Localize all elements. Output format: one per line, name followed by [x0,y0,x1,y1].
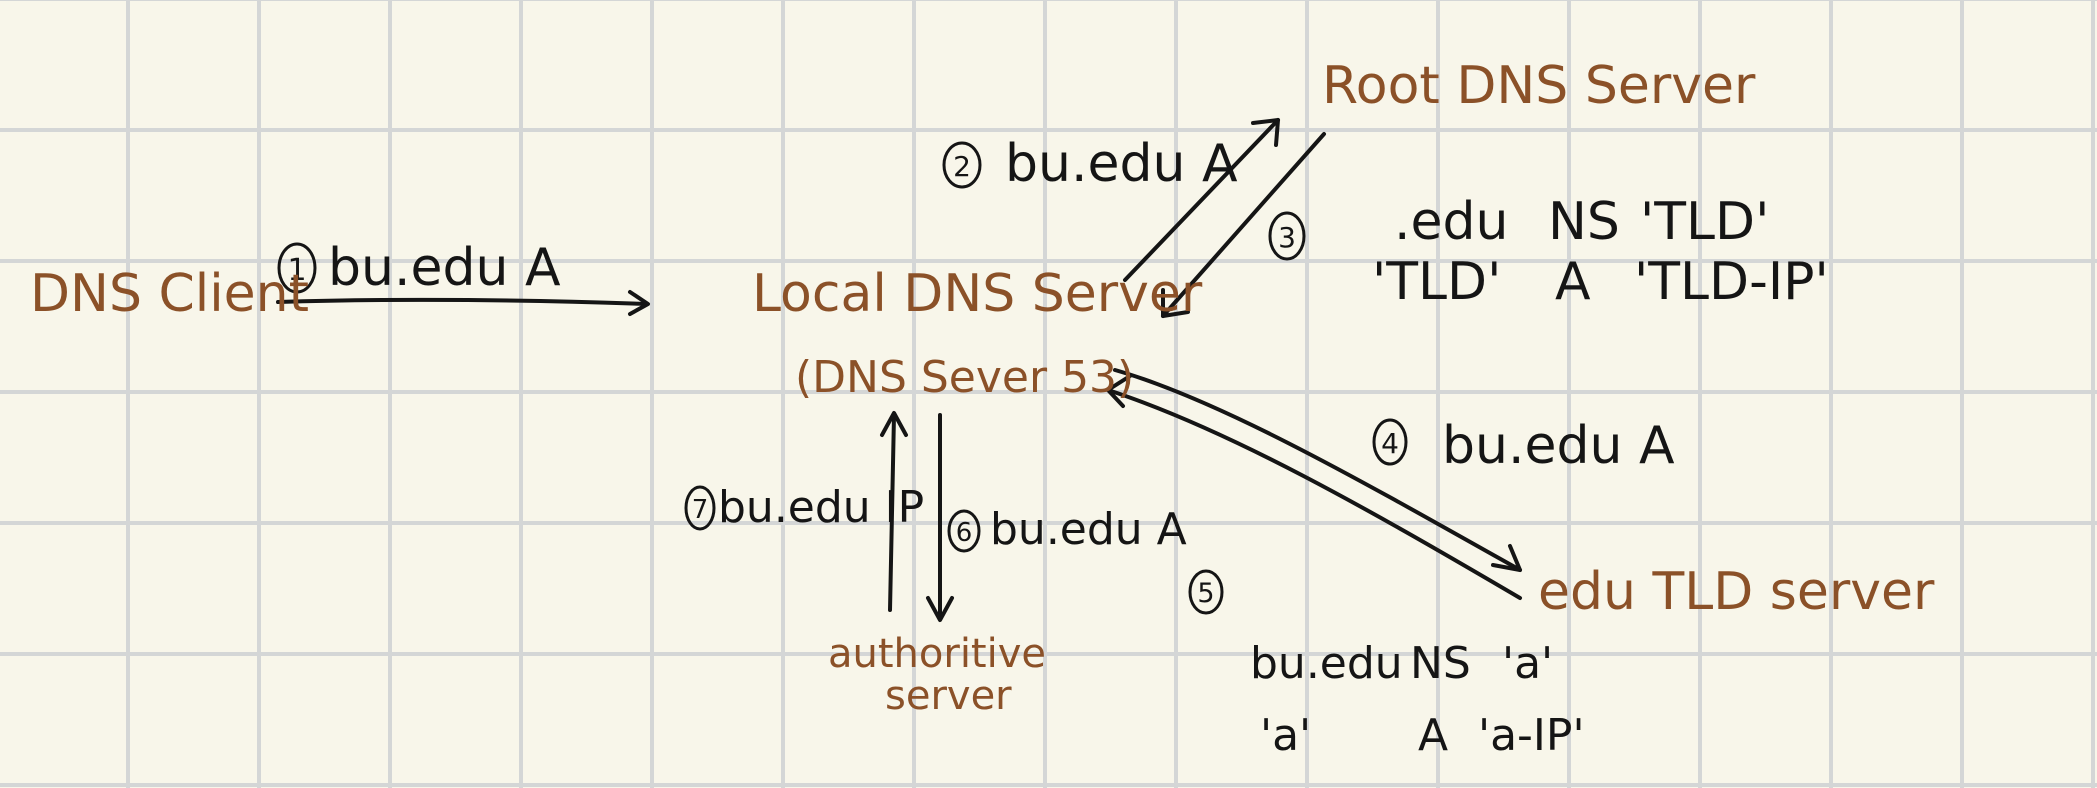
arrow-7 [888,413,896,612]
authoritive-server-label-line2: server [885,673,1012,719]
root-record-2-value: 'TLD-IP' [1634,252,1829,312]
step-marker-4: 4 [1372,418,1408,466]
step-marker-2: 2 [942,141,982,189]
tld-record-2-type: A [1418,710,1449,761]
root-record-2-name: 'TLD' [1372,252,1502,312]
root-record-1-value: 'TLD' [1640,192,1770,252]
tld-server-label: edu TLD server [1538,562,1935,622]
step-number-3: 3 [1278,221,1296,254]
step-marker-6: 6 [947,509,981,553]
step-circle-6 [947,509,981,553]
local-dns-sublabel: (DNS Sever 53) [795,352,1135,403]
arrowhead-5 [1106,374,1132,408]
step-number-5: 5 [1197,578,1214,609]
arrow-5 [1106,388,1522,600]
arrow-2 [1123,118,1280,282]
step-circle-7 [684,485,716,531]
tld-record-1-type: NS [1410,638,1471,689]
step-7-label: bu.edu IP [718,482,925,533]
tld-record-1-name: bu.edu [1250,638,1403,689]
step-circle-1 [277,242,317,294]
step-2-label: bu.edu A [1005,134,1238,194]
arrow-3 [1161,132,1326,318]
arrowhead-1 [628,290,650,316]
step-circle-3 [1268,211,1306,261]
step-circle-2 [942,141,982,189]
step-circle-4 [1372,418,1408,466]
step-number-2: 2 [953,150,971,183]
arrow-1 [276,297,647,306]
step-1-label: bu.edu A [328,238,561,298]
authoritive-server-label-line1: authoritive [828,631,1047,677]
arrowhead-7 [880,411,908,437]
root-dns-server-label: Root DNS Server [1322,56,1756,116]
tld-record-2-value: 'a-IP' [1478,710,1585,761]
step-number-6: 6 [956,518,973,548]
step-marker-1: 1 [277,242,317,294]
root-record-2-type: A [1555,252,1591,312]
step-marker-7: 7 [684,485,716,531]
root-record-1-name: .edu [1394,192,1509,252]
step-marker-5: 5 [1188,569,1224,615]
dns-client-label: DNS Client [30,264,310,324]
step-number-4: 4 [1381,427,1399,460]
tld-record-1-value: 'a' [1502,638,1554,689]
step-number-7: 7 [692,495,709,525]
local-dns-server-label: Local DNS Server [752,264,1203,324]
arrowhead-4 [1491,544,1522,572]
step-4-label: bu.edu A [1442,416,1675,476]
step-number-1: 1 [287,253,306,288]
arrow-4 [1113,368,1522,572]
step-6-label: bu.edu A [990,504,1187,555]
arrowhead-2 [1251,118,1280,147]
root-record-1-type: NS [1548,192,1620,252]
arrowhead-6 [926,596,954,622]
step-circle-5 [1188,569,1224,615]
tld-record-2-name: 'a' [1260,710,1312,761]
step-marker-3: 3 [1268,211,1306,261]
arrowhead-3 [1161,288,1190,318]
